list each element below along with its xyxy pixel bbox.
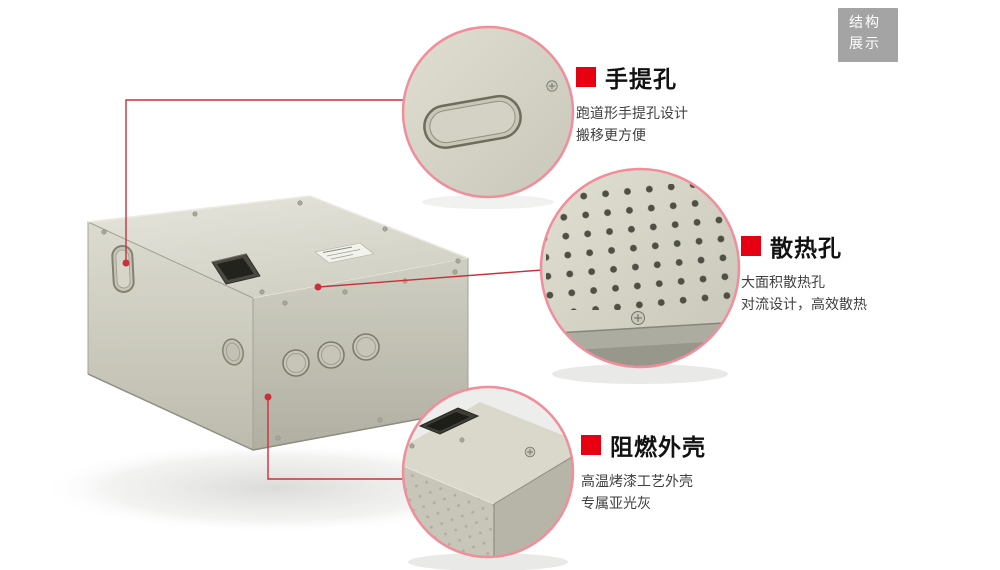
floor-reflection [40,195,728,570]
box-round-knockouts [282,333,380,377]
box-oval-knockout [222,338,244,366]
callout-vent-desc-line-2: 对流设计，高效散热 [741,297,867,313]
red-square-bullet-icon [741,236,761,256]
callout-shell-title-row: 阻燃外壳 [581,428,706,462]
enclosure-box [87,195,469,451]
box-handle-slot [111,245,135,293]
callout-handle-desc: 跑道形手提孔设计 搬移更方便 [576,103,688,147]
leader-lines [122,99,543,480]
callout-vent-desc-line-1: 大面积散热孔 [741,275,825,291]
callout-handle-title-row: 手提孔 [576,60,688,94]
badge-line-1: 结构 [849,15,881,31]
badge-line-2: 展示 [849,36,881,52]
corner-badge: 结构 展示 [838,8,898,62]
callout-shell-desc: 高温烤漆工艺外壳 专属亚光灰 [581,471,706,515]
callout-vent: 散热孔 大面积散热孔 对流设计，高效散热 [741,229,867,316]
callout-vent-title: 散热孔 [770,236,842,262]
callout-shell: 阻燃外壳 高温烤漆工艺外壳 专属亚光灰 [581,428,706,515]
callout-vent-desc: 大面积散热孔 对流设计，高效散热 [741,272,867,316]
callout-shell-title: 阻燃外壳 [610,435,706,461]
box-label-sticker [314,242,375,264]
red-square-bullet-icon [581,435,601,455]
callout-circle-handle [401,25,575,199]
box-display-window [211,253,261,285]
callout-handle-title: 手提孔 [605,67,677,93]
callout-circle-shell [401,385,575,559]
callout-shell-desc-line-1: 高温烤漆工艺外壳 [581,474,693,490]
callout-shell-desc-line-2: 专属亚光灰 [581,496,651,512]
callout-handle: 手提孔 跑道形手提孔设计 搬移更方便 [576,60,688,147]
callout-circle-vent [539,167,741,369]
callout-handle-desc-line-2: 搬移更方便 [576,128,646,144]
callout-handle-desc-line-1: 跑道形手提孔设计 [576,106,688,122]
callout-vent-title-row: 散热孔 [741,229,867,263]
red-square-bullet-icon [576,67,596,87]
